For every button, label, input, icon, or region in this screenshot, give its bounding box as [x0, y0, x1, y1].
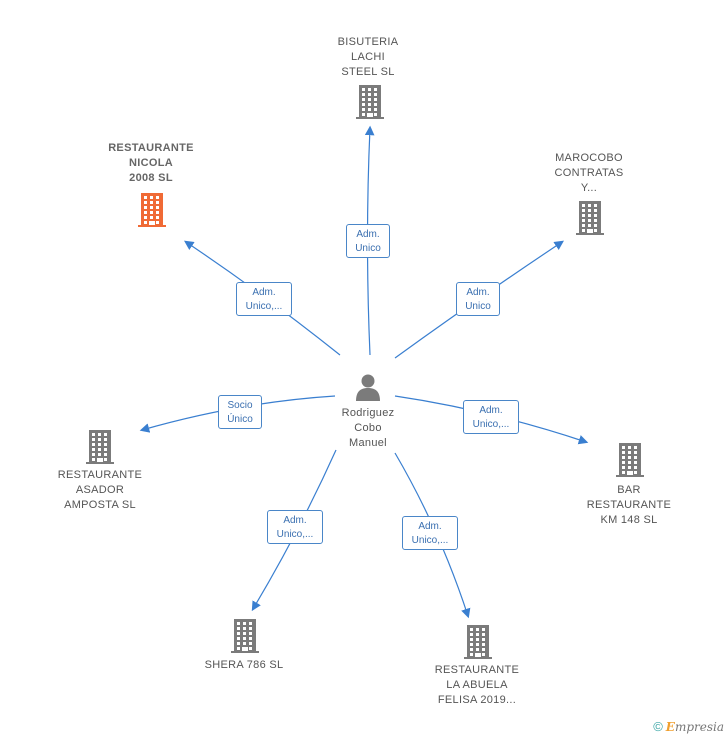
- building-icon[interactable]: [574, 200, 606, 241]
- building-icon[interactable]: [229, 618, 261, 659]
- building-icon[interactable]: [354, 84, 386, 125]
- company-label-nicola[interactable]: RESTAURANTE NICOLA 2008 SL: [108, 142, 194, 184]
- building-icon[interactable]: [136, 192, 168, 233]
- edge-label-asador-amposta[interactable]: Socio Único: [218, 395, 262, 429]
- company-label-marocobo[interactable]: MAROCOBO CONTRATAS Y...: [554, 152, 624, 194]
- edge-label-shera[interactable]: Adm. Unico,...: [267, 510, 323, 544]
- brand-logo: Empresia: [665, 719, 724, 734]
- building-icon[interactable]: [614, 442, 646, 483]
- company-label-la-abuela[interactable]: RESTAURANTE LA ABUELA FELISA 2019...: [434, 664, 520, 706]
- company-label-bisuteria[interactable]: BISUTERIA LACHI STEEL SL: [337, 36, 399, 78]
- building-icon[interactable]: [84, 429, 116, 470]
- building-icon[interactable]: [462, 624, 494, 665]
- edge-label-marocobo[interactable]: Adm. Unico: [456, 282, 500, 316]
- person-icon: [356, 374, 380, 401]
- company-label-bar-km148[interactable]: BAR RESTAURANTE KM 148 SL: [586, 484, 672, 526]
- edge-label-nicola[interactable]: Adm. Unico,...: [236, 282, 292, 316]
- edge-label-la-abuela[interactable]: Adm. Unico,...: [402, 516, 458, 550]
- company-label-shera[interactable]: SHERA 786 SL: [204, 659, 284, 671]
- copyright-icon: ©: [653, 719, 663, 734]
- edge-label-bisuteria[interactable]: Adm. Unico: [346, 224, 390, 258]
- center-person[interactable]: [353, 372, 383, 402]
- company-label-asador-amposta[interactable]: RESTAURANTE ASADOR AMPOSTA SL: [57, 469, 143, 511]
- edge-label-bar-km148[interactable]: Adm. Unico,...: [463, 400, 519, 434]
- footer-brand: © Empresia: [653, 719, 724, 734]
- center-person-label: Rodriguez Cobo Manuel: [341, 407, 395, 449]
